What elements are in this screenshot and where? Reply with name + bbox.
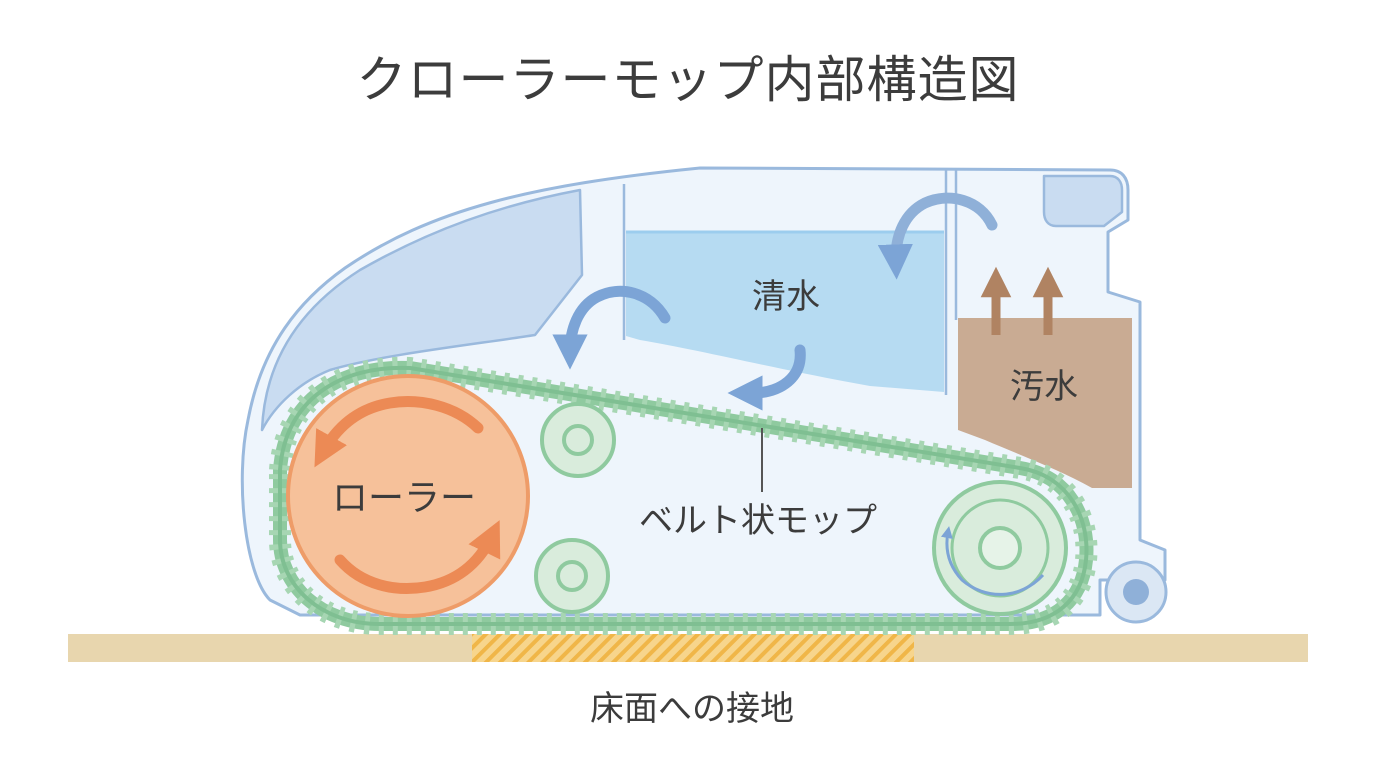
pulley-lower (534, 538, 610, 614)
floor-contact-area (472, 634, 914, 662)
rear-wheel (1104, 560, 1168, 624)
label-belt-mop: ベルト状モップ (639, 501, 877, 541)
roller-arrow-top (314, 396, 484, 468)
label-clean-water: 清水 (752, 277, 820, 317)
label-floor-contact: 床面への接地 (590, 689, 794, 729)
flow-arrow-1 (552, 285, 671, 370)
flow-arrow-3 (877, 192, 998, 280)
belt-track-inner (278, 365, 1089, 626)
rear-drive-pulley (932, 480, 1068, 616)
roller (286, 374, 530, 618)
dirty-water-tank (958, 318, 1132, 488)
clean-water-tank (626, 232, 944, 392)
pulley-upper (540, 402, 616, 478)
flow-arrow-2 (727, 344, 806, 411)
front-shell-panel (260, 188, 584, 432)
diagram-title: クローラーモップ内部構造図 (356, 51, 1020, 109)
roller-arrow-bottom (334, 520, 501, 595)
label-roller: ローラー (332, 478, 476, 519)
rear-top-panel (1042, 174, 1124, 228)
label-dirty-water: 汚水 (1010, 367, 1078, 407)
